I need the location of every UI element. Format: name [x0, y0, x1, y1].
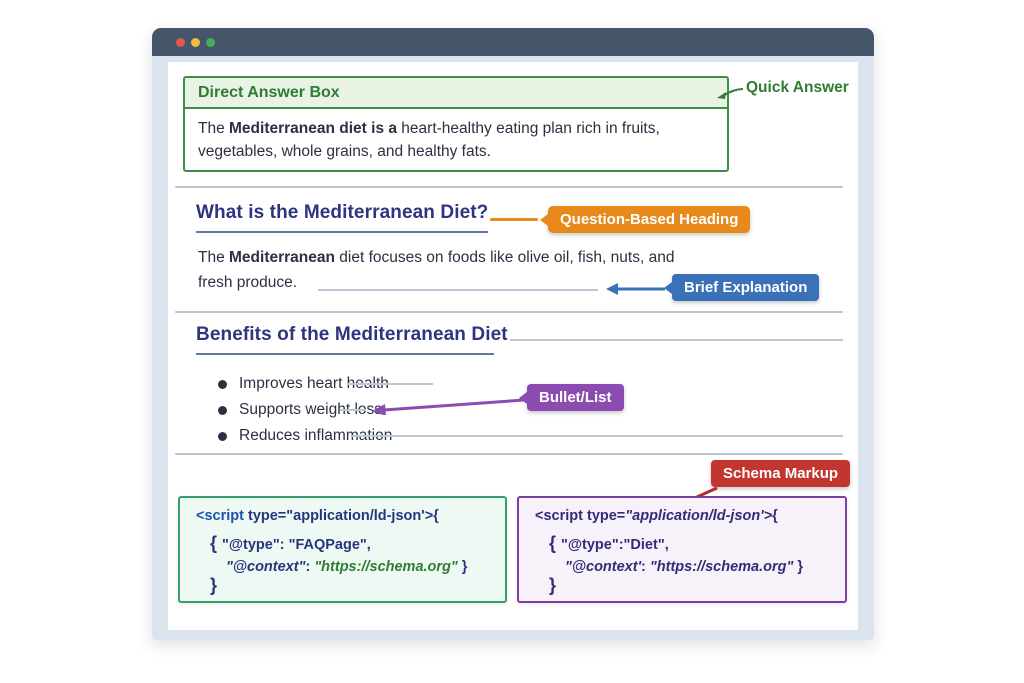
answer-box-title: Direct Answer Box	[185, 78, 727, 109]
browser-window: Direct Answer Box The Mediterranean diet…	[152, 28, 874, 640]
code-line: <script type="application/ld-json'>{	[196, 508, 439, 524]
page-content: Direct Answer Box The Mediterranean diet…	[168, 62, 858, 630]
list-item: Reduces inflammation	[218, 423, 392, 449]
question-heading-badge: Question-Based Heading	[539, 206, 751, 233]
question-connector-line	[490, 218, 538, 221]
quick-answer-arrow-icon	[717, 88, 744, 99]
schema-code-block-diet: <script type="application/ld-json'>{ { "…	[517, 496, 847, 603]
brief-explanation-arrow-icon	[606, 283, 665, 295]
placeholder-line	[352, 435, 843, 437]
list-item-label: Supports weight loss	[239, 401, 383, 418]
question-heading: What is the Mediterranean Diet?	[196, 202, 489, 223]
section-divider	[175, 453, 843, 455]
code-line: { "@type": "FAQPage",	[210, 533, 371, 553]
schema-code-block-faqpage: <script type="application/ld-json'>{ { "…	[178, 496, 507, 603]
brief-explanation-text-line2: fresh produce.	[198, 274, 298, 291]
brief-explanation-badge: Brief Explanation	[663, 274, 820, 301]
question-heading-underline	[196, 231, 488, 233]
bullet-icon	[218, 431, 227, 441]
list-item-label: Improves heart health	[239, 375, 389, 392]
code-line: }	[549, 575, 557, 595]
placeholder-line	[318, 289, 598, 291]
placeholder-line	[340, 409, 366, 411]
placeholder-line	[510, 339, 843, 341]
list-item: Improves heart health	[218, 371, 389, 397]
list-item: Supports weight loss	[218, 397, 382, 423]
schema-markup-badge: Schema Markup	[711, 460, 851, 487]
direct-answer-box: Direct Answer Box The Mediterranean diet…	[183, 76, 729, 172]
bullet-list-arrow-icon	[372, 398, 525, 415]
placeholder-line	[347, 383, 433, 385]
code-line: "@context": "https://schema.org" }	[226, 559, 468, 575]
code-line: "@context': "https://schema.org" }	[565, 559, 804, 575]
code-line: { "@type":"Diet",	[549, 533, 669, 553]
section-divider	[175, 186, 843, 188]
code-line: }	[210, 575, 218, 595]
bullet-list-badge: Bullet/List	[519, 384, 624, 411]
section-divider	[175, 311, 843, 313]
quick-answer-label: Quick Answer	[746, 79, 849, 96]
benefits-heading-underline	[196, 353, 494, 355]
browser-titlebar	[152, 28, 874, 56]
bullet-icon	[218, 405, 227, 415]
list-item-label: Reduces inflammation	[239, 427, 393, 444]
brief-explanation-text-line1: The Mediterranean diet focuses on foods …	[198, 249, 675, 266]
answer-box-text: The Mediterranean diet is a heart-health…	[198, 120, 660, 161]
zoom-button-icon[interactable]	[206, 37, 215, 47]
benefits-heading: Benefits of the Mediterranean Diet	[196, 324, 508, 345]
close-button-icon[interactable]	[176, 37, 185, 47]
bullet-icon	[218, 379, 227, 389]
code-line: <script type="application/ld-json'>{	[535, 508, 778, 524]
minimize-button-icon[interactable]	[191, 37, 200, 47]
